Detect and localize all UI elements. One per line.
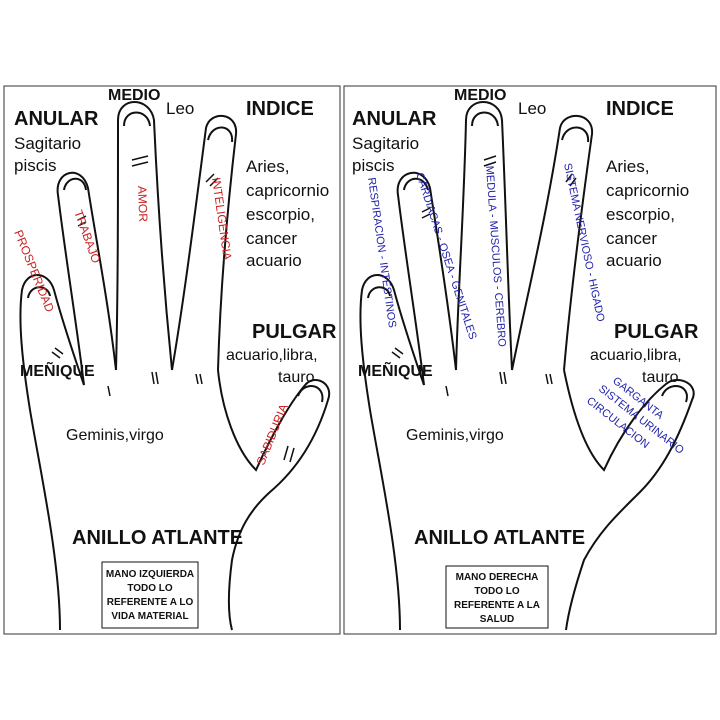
left-anular-signs-2: piscis: [14, 156, 57, 175]
left-note-line-3: VIDA MATERIAL: [111, 611, 188, 622]
right-anillo-atlante: ANILLO ATLANTE: [414, 527, 585, 549]
right-note-line-2: REFERENTE A LA: [454, 600, 540, 611]
left-panel-border: [3, 85, 341, 635]
left-medio-sign: Leo: [166, 99, 194, 118]
right-anular-title: ANULAR: [352, 108, 437, 130]
right-index-word: SISTEMA NERVIOSO - HIGADO: [561, 162, 606, 323]
right-indice-title: INDICE: [606, 98, 674, 120]
right-knuckle-marks: [391, 155, 577, 397]
left-indice-sign-1: capricornio: [246, 181, 329, 200]
left-medio-title: MEDIO: [108, 87, 160, 104]
right-indice-sign-3: cancer: [606, 229, 657, 248]
right-menique-title: MEÑIQUE: [358, 360, 433, 380]
right-indice-sign-2: escorpio,: [606, 205, 675, 224]
right-pinky-word: RESPIRACION - INTESTINOS: [365, 177, 398, 329]
left-menique-signs: Geminis,virgo: [66, 427, 164, 444]
left-anillo-atlante: ANILLO ATLANTE: [72, 527, 243, 549]
left-knuckle-marks: [51, 155, 295, 463]
left-indice-title: INDICE: [246, 98, 314, 120]
left-note-line-1: TODO LO: [127, 583, 173, 594]
right-indice-sign-1: capricornio: [606, 181, 689, 200]
right-pulgar-signs-1: acuario,libra,: [590, 347, 682, 364]
right-note-line-1: TODO LO: [474, 586, 520, 597]
left-indice-sign-4: acuario: [246, 251, 302, 270]
left-anular-signs-1: Sagitario: [14, 134, 81, 153]
right-medio-title: MEDIO: [454, 87, 506, 104]
right-hand-outline: [359, 101, 695, 631]
right-pulgar-signs-2: tauro: [642, 369, 679, 386]
right-anular-signs-2: piscis: [352, 156, 395, 175]
left-pulgar-signs-1: acuario,libra,: [226, 347, 318, 364]
right-note-box: [445, 565, 549, 629]
left-middle-word: AMOR: [135, 186, 150, 223]
right-anular-signs-1: Sagitario: [352, 134, 419, 153]
left-pulgar-signs-2: tauro: [278, 369, 315, 386]
left-hand-outline: [19, 101, 331, 631]
left-pinky-word: PROSPERIDAD: [11, 228, 57, 315]
right-pulgar-title: PULGAR: [614, 321, 699, 343]
right-menique-signs: Geminis,virgo: [406, 427, 504, 444]
right-note-line-3: SALUD: [480, 614, 514, 625]
right-indice-sign-4: acuario: [606, 251, 662, 270]
left-menique-title: MEÑIQUE: [20, 360, 95, 380]
left-indice-sign-0: Aries,: [246, 157, 289, 176]
right-medio-sign: Leo: [518, 99, 546, 118]
right-indice-sign-0: Aries,: [606, 157, 649, 176]
left-note-box: [101, 561, 199, 629]
left-anular-title: ANULAR: [14, 108, 99, 130]
right-note-line-0: MANO DERECHA: [456, 572, 539, 583]
left-note-line-2: REFERENTE A LO: [107, 597, 194, 608]
right-ring-word: CARDIACAS - OSEA - GENITALES: [413, 171, 478, 341]
right-panel-border: [343, 85, 717, 635]
left-pulgar-title: PULGAR: [252, 321, 337, 343]
left-note-line-0: MANO IZQUIERDA: [106, 569, 194, 580]
left-ring-word: TRABAJO: [71, 208, 103, 265]
left-indice-sign-2: escorpio,: [246, 205, 315, 224]
left-indice-sign-3: cancer: [246, 229, 297, 248]
